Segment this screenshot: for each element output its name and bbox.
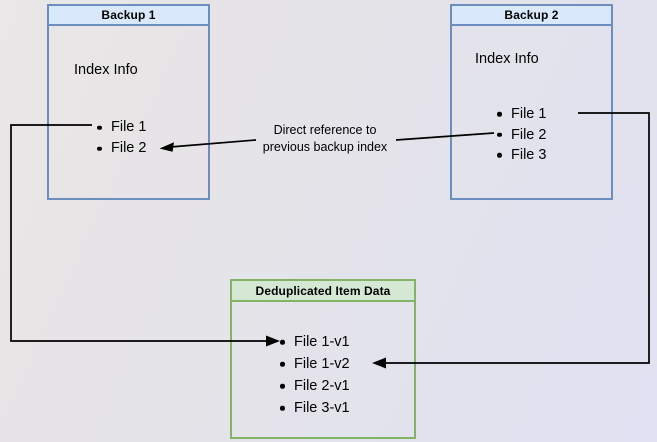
list-item: File 2 <box>96 138 146 159</box>
annotation-line-1: Direct reference to <box>273 123 377 137</box>
backup2-file-list: File 1 File 2 File 3 <box>496 104 546 166</box>
list-item: File 1 <box>496 104 546 125</box>
direct-reference-annotation: Direct reference to previous backup inde… <box>251 122 399 156</box>
backup1-box <box>47 4 210 200</box>
list-item: File 1-v1 <box>279 331 350 353</box>
list-item: File 3 <box>496 145 546 166</box>
backup1-header-label: Backup 1 <box>101 8 156 22</box>
annotation-line-2: previous backup index <box>262 140 388 154</box>
list-item: File 2 <box>496 125 546 146</box>
dedup-header: Deduplicated Item Data <box>230 279 416 302</box>
backup2-header-label: Backup 2 <box>504 8 559 22</box>
dedup-file-list: File 1-v1 File 1-v2 File 2-v1 File 3-v1 <box>279 331 350 419</box>
backup1-file-list: File 1 File 2 <box>96 117 146 159</box>
list-item: File 1 <box>96 117 146 138</box>
list-item: File 2-v1 <box>279 375 350 397</box>
backup1-header: Backup 1 <box>47 4 210 26</box>
list-item: File 3-v1 <box>279 397 350 419</box>
list-item: File 1-v2 <box>279 353 350 375</box>
backup2-index-info-label: Index Info <box>475 51 539 67</box>
backup2-box <box>450 4 613 200</box>
backup1-index-info-label: Index Info <box>74 62 138 78</box>
dedup-header-label: Deduplicated Item Data <box>255 283 391 298</box>
backup2-header: Backup 2 <box>450 4 613 26</box>
